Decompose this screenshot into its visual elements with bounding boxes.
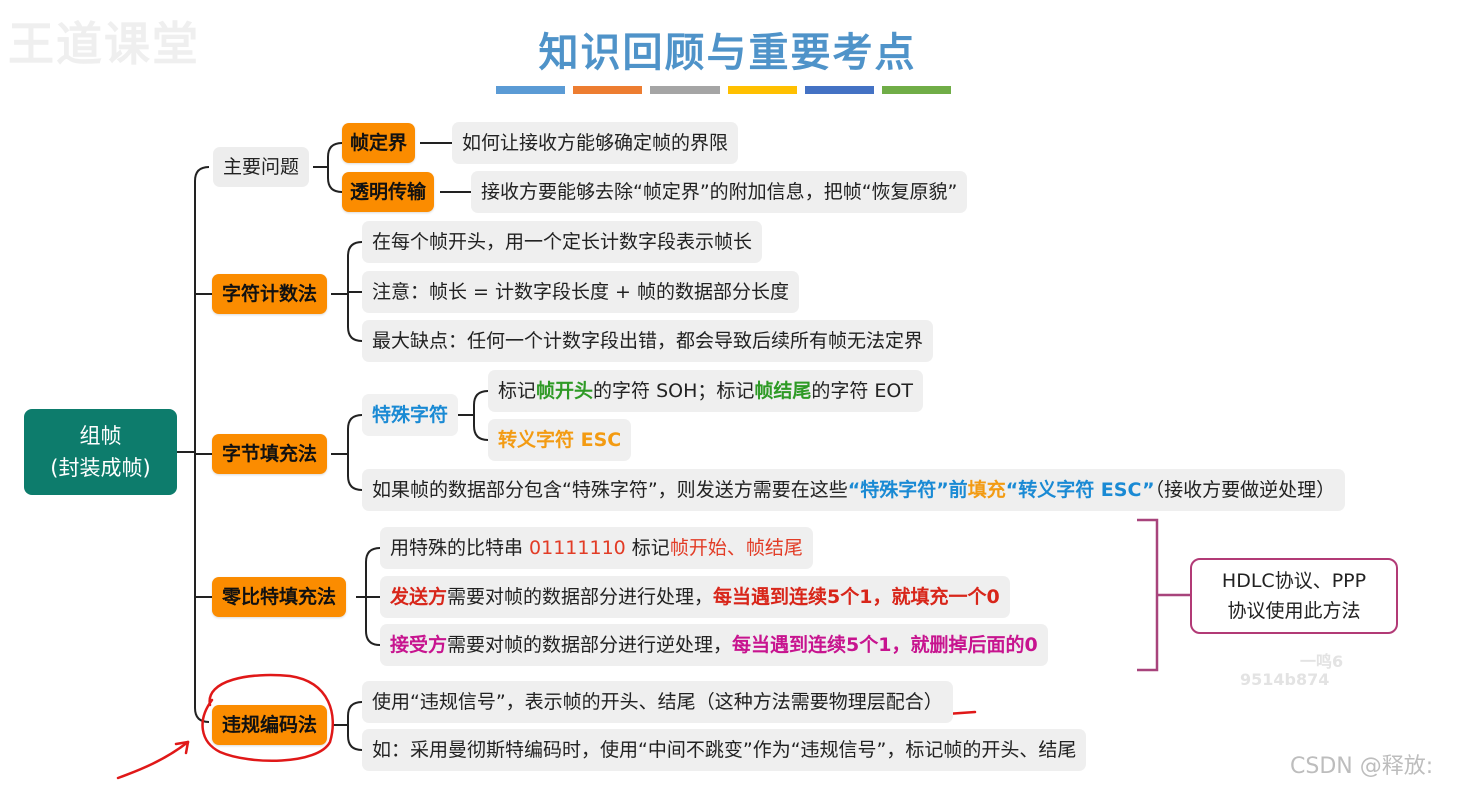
highlight-receiver: 接受方 (390, 634, 448, 656)
title-bar-segment (727, 86, 797, 94)
title-color-bar (496, 86, 952, 94)
leaf-zero-stuff-1: 用特殊的比特串 01111110 标记帧开始、帧结尾 (380, 527, 813, 569)
root-node-framing: 组帧 (封装成帧) (24, 409, 177, 495)
faint-watermark: 一鸣6 (1300, 652, 1344, 671)
topic-zero-bit-stuffing: 零比特填充法 (212, 577, 347, 617)
highlight-frame-end: 帧结尾 (754, 380, 812, 402)
highlight-escape: “转义字符 ESC” (1005, 479, 1155, 501)
leaf-special-chars-desc: 标记帧开头的字符 SOH；标记帧结尾的字符 EOT (488, 370, 923, 412)
text-part: 标记 (498, 380, 537, 402)
subtopic-transparent-transfer: 透明传输 (342, 172, 435, 212)
topic-char-count: 字符计数法 (212, 274, 328, 314)
topic-main-problem: 主要问题 (213, 147, 310, 187)
highlight-special-chars: “特殊字符”前 (847, 479, 968, 501)
text-part: 需要对帧的数据部分进行处理， (447, 586, 714, 608)
faint-watermark: 9514b874 (1240, 670, 1330, 689)
text-part: 的字符 SOH；标记 (593, 380, 755, 402)
leaf-transparent-desc: 接收方要能够去除“帧定界”的附加信息，把帧“恢复原貌” (471, 171, 968, 213)
leaf-char-count-3: 最大缺点：任何一个计数字段出错，都会导致后续所有帧无法定界 (362, 320, 934, 362)
topic-byte-stuffing: 字节填充法 (212, 434, 328, 474)
topic-violation-coding: 违规编码法 (212, 705, 328, 745)
leaf-violation-2: 如：采用曼彻斯特编码时，使用“中间不跳变”作为“违规信号”，标记帧的开头、结尾 (362, 729, 1087, 771)
leaf-char-count-1: 在每个帧开头，用一个定长计数字段表示帧长 (362, 221, 763, 263)
text-part: 用特殊的比特串 (390, 537, 530, 559)
leaf-byte-stuff-rule: 如果帧的数据部分包含“特殊字符”，则发送方需要在这些“特殊字符”前填充“转义字符… (362, 469, 1346, 511)
highlight-bit-pattern: 01111110 (529, 537, 626, 559)
csdn-watermark: CSDN @释放: (1290, 754, 1434, 779)
text-part: （接收方要做逆处理） (1154, 479, 1336, 501)
red-arrow-annotation (116, 740, 190, 780)
leaf-frame-delimit-desc: 如何让接收方能够确定帧的界限 (452, 122, 739, 164)
hdlc-note-line: HDLC协议、PPP (1221, 570, 1367, 592)
title-bar-segment (496, 86, 566, 94)
text-part: 标记 (625, 537, 670, 559)
page-title: 知识回顾与重要考点 (538, 30, 917, 76)
highlight-stuff-rule: 每当遇到连续5个1，就填充一个0 (713, 586, 1000, 608)
hdlc-note-line: 协议使用此方法 (1227, 600, 1361, 622)
leaf-zero-stuff-3: 接受方需要对帧的数据部分进行逆处理，每当遇到连续5个1，就删掉后面的0 (380, 624, 1048, 666)
root-sublabel: (封装成帧) (50, 456, 151, 480)
highlight-fill: 填充 (967, 479, 1006, 501)
title-bar-segment (650, 86, 720, 94)
leaf-violation-1: 使用“违规信号”，表示帧的开头、结尾（这种方法需要物理层配合） (362, 681, 953, 723)
subtopic-frame-delimit: 帧定界 (342, 123, 416, 163)
highlight-sender: 发送方 (390, 586, 448, 608)
text-part: 需要对帧的数据部分进行逆处理， (447, 634, 733, 656)
special-chars-label: 特殊字符 (372, 404, 449, 426)
watermark-logo: 王道课堂 (8, 17, 200, 71)
title-bar-segment (881, 86, 952, 94)
leaf-char-count-2: 注意：帧长 = 计数字段长度 + 帧的数据部分长度 (362, 271, 799, 313)
title-bar-segment (573, 86, 643, 94)
text-part: 的字符 EOT (811, 380, 913, 402)
highlight-frame-start: 帧开头 (536, 380, 594, 402)
leaf-zero-stuff-2: 发送方需要对帧的数据部分进行处理，每当遇到连续5个1，就填充一个0 (380, 576, 1010, 618)
connector-spine (194, 166, 210, 723)
title-bar-segment (804, 86, 874, 94)
leaf-escape-char: 转义字符 ESC (488, 419, 632, 461)
highlight-unstuff-rule: 每当遇到连续5个1，就删掉后面的0 (732, 634, 1038, 656)
highlight-frame-bounds: 帧开始、帧结尾 (669, 537, 803, 559)
hdlc-note-box: HDLC协议、PPP 协议使用此方法 (1190, 558, 1398, 634)
hdlc-bracket (1137, 518, 1159, 672)
text-part: 如果帧的数据部分包含“特殊字符”，则发送方需要在这些 (372, 479, 848, 501)
root-label: 组帧 (79, 424, 122, 448)
escape-char-label: 转义字符 ESC (498, 429, 622, 451)
subtopic-special-chars: 特殊字符 (362, 394, 459, 436)
